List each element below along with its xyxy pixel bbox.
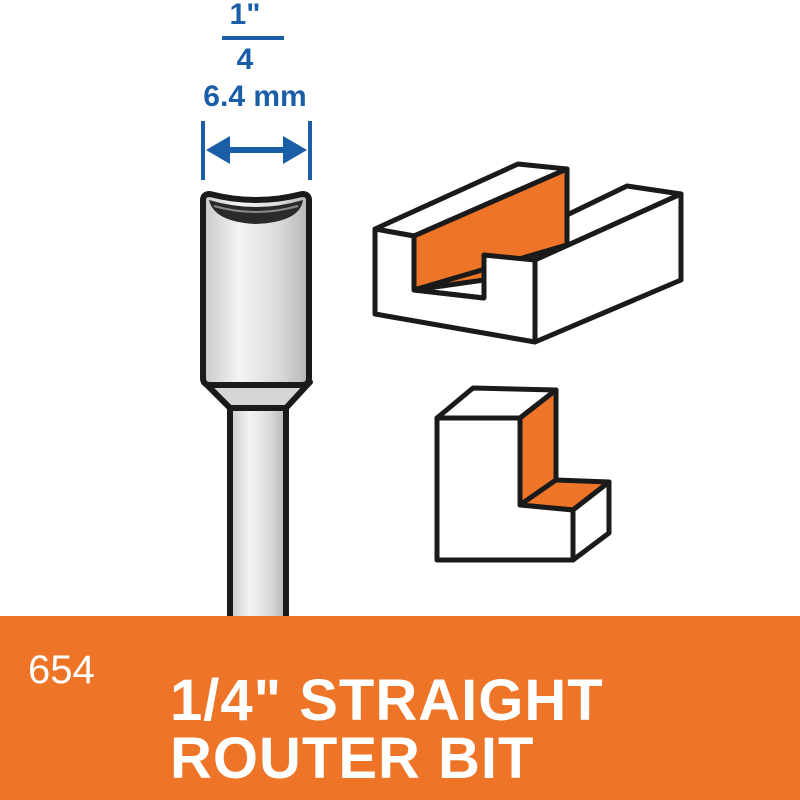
product-code: 654 — [28, 648, 95, 692]
l-rabbet-block-icon — [434, 385, 612, 563]
router-bit-illustration — [200, 191, 313, 638]
fraction-bar — [222, 36, 284, 40]
product-title: 1/4" STRAIGHT ROUTER BIT — [170, 672, 604, 788]
dimension-metric: 6.4 mm — [203, 80, 307, 113]
product-banner — [0, 616, 800, 800]
dimension-numerator: 1" — [229, 0, 261, 31]
width-arrow-icon — [201, 121, 312, 180]
dimension-denominator: 4 — [236, 43, 254, 76]
product-title-line1: 1/4" STRAIGHT — [170, 668, 604, 733]
u-groove-block-icon — [372, 161, 684, 345]
product-title-line2: ROUTER BIT — [170, 726, 535, 791]
